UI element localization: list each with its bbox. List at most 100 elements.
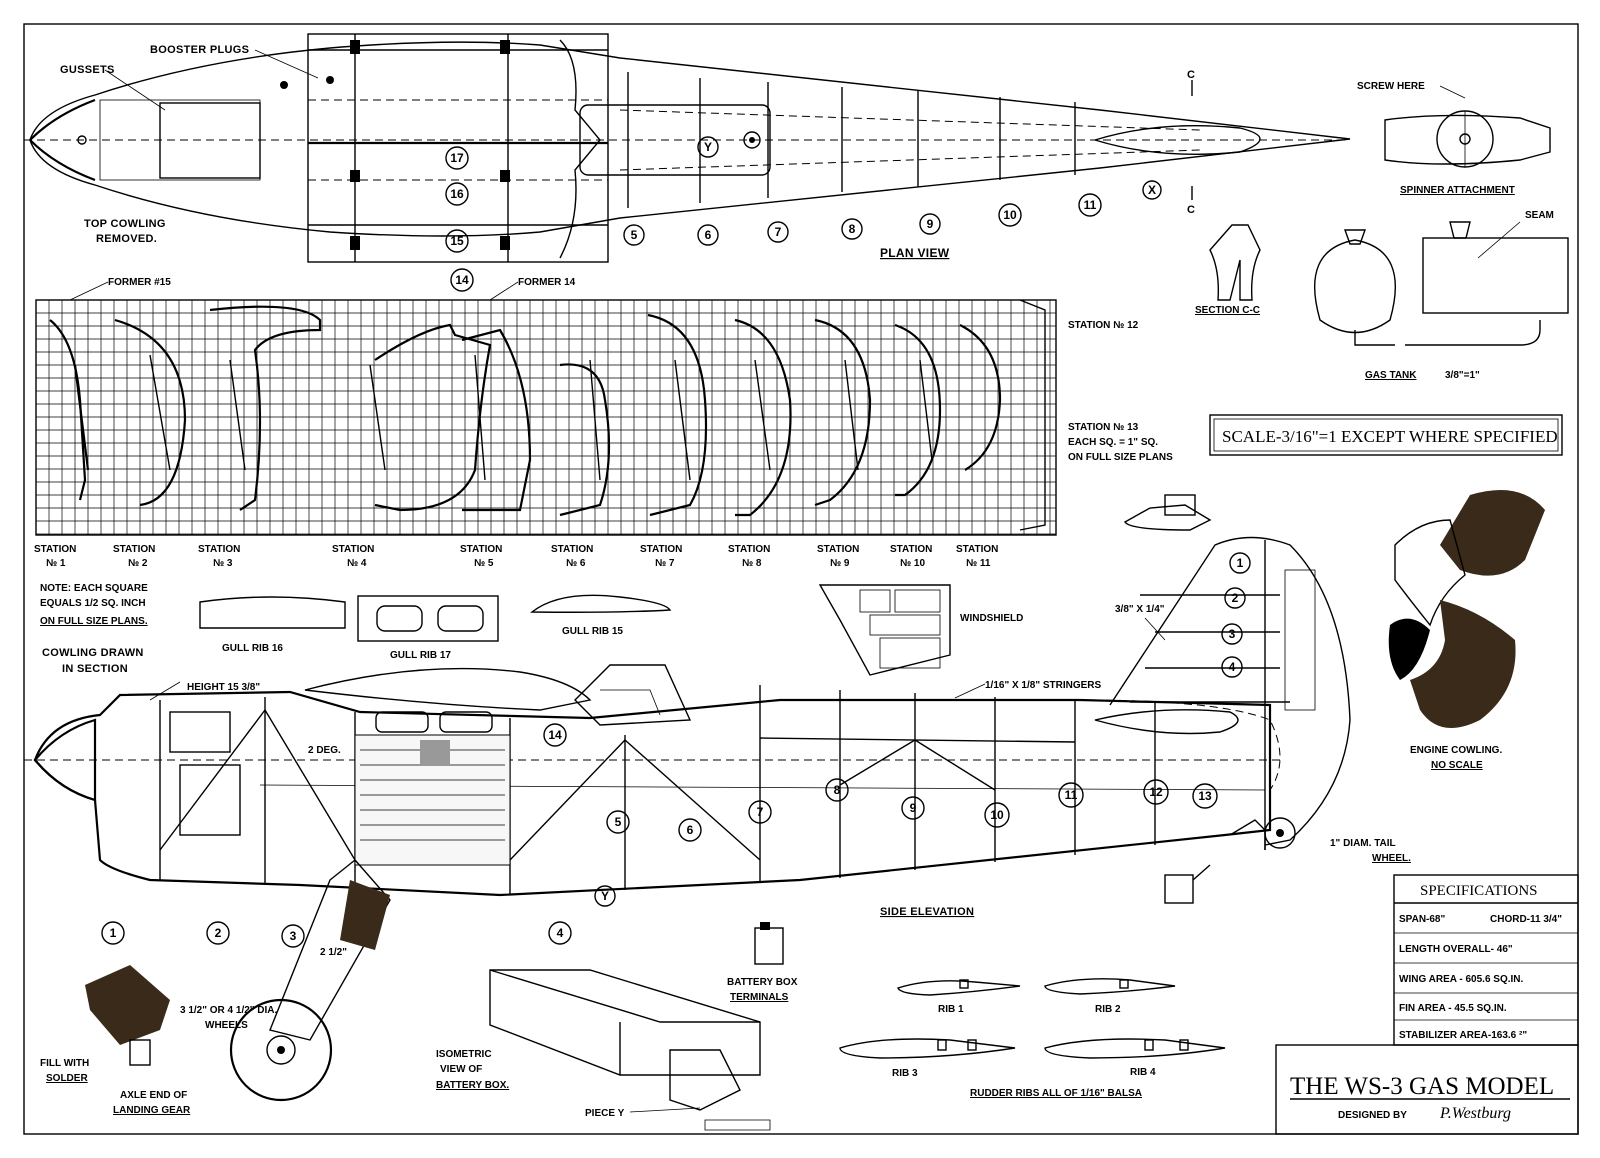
side-station-5: 5 xyxy=(615,815,622,829)
side-station-13: 13 xyxy=(1198,789,1212,803)
station-10-a: STATION xyxy=(890,544,932,555)
plan-station-9: 9 xyxy=(927,217,934,231)
station-6-a: STATION xyxy=(551,544,593,555)
plan-mark-16: 16 xyxy=(450,187,464,201)
section-c-top-marker: C xyxy=(1187,69,1195,81)
spinner-attachment: SCREW HERE SPINNER ATTACHMENT xyxy=(1357,81,1551,196)
iso-label-1: ISOMETRIC xyxy=(436,1049,492,1060)
svg-text:3: 3 xyxy=(1229,627,1236,641)
two-deg-label: 2 DEG. xyxy=(308,745,341,756)
side-station-7: 7 xyxy=(757,805,764,819)
spinner-caption: SPINNER ATTACHMENT xyxy=(1400,185,1515,196)
section-cc-label: SECTION C-C xyxy=(1195,305,1260,316)
station-8-a: STATION xyxy=(728,544,770,555)
rudder-ribs: RIB 1 RIB 2 RIB 3 RIB 4 RUDDER RIBS ALL … xyxy=(839,978,1226,1099)
station-13-label-2: EACH SQ. = 1" SQ. xyxy=(1068,437,1158,448)
fill-solder-label-1: FILL WITH xyxy=(40,1058,89,1069)
axle-end-label-1: AXLE END OF xyxy=(120,1090,187,1101)
iso-label-3: BATTERY BOX. xyxy=(436,1080,509,1091)
spec-length: LENGTH OVERALL- 46" xyxy=(1399,944,1513,955)
station-5-b: № 5 xyxy=(474,558,494,569)
rib-2-label: RIB 2 xyxy=(1095,1004,1121,1015)
rudder: 1 2 3 4 3/8" X 1/4" xyxy=(1109,494,1351,850)
station-11-b: № 11 xyxy=(966,558,991,569)
spec-span: SPAN-68" xyxy=(1399,914,1445,925)
sheet-border xyxy=(23,23,1579,1135)
svg-text:1: 1 xyxy=(1237,556,1244,570)
battery-terminals-label-2: TERMINALS xyxy=(730,992,789,1003)
station-9-b: № 9 xyxy=(830,558,850,569)
spec-fin-area: FIN AREA - 45.5 SQ.IN. xyxy=(1399,1003,1507,1014)
station-6-b: № 6 xyxy=(566,558,586,569)
screw-here-label: SCREW HERE xyxy=(1357,81,1425,92)
svg-text:Y: Y xyxy=(601,889,609,903)
svg-text:4: 4 xyxy=(1229,660,1236,674)
formers-grid: FORMER #15 FORMER 14 STATION № 12 STATIO… xyxy=(35,277,1173,536)
station-8-b: № 8 xyxy=(742,558,762,569)
notes-and-gull-ribs: NOTE: EACH SQUARE EQUALS 1/2 SQ. INCH ON… xyxy=(40,583,1023,676)
designer-signature: P.Westburg xyxy=(1439,1105,1511,1122)
tail-wheel-label-1: 1" DIAM. TAIL xyxy=(1330,838,1396,849)
wheels-size-label-2: WHEELS xyxy=(205,1020,248,1031)
engine-cowling-caption: ENGINE COWLING. xyxy=(1410,745,1502,756)
station-9-a: STATION xyxy=(817,544,859,555)
specifications-header: SPECIFICATIONS xyxy=(1420,883,1538,899)
section-c-bottom-marker: C xyxy=(1187,204,1195,216)
plan-station-11: 11 xyxy=(1084,198,1097,212)
top-cowling-label-2: REMOVED. xyxy=(96,233,157,245)
gussets-label: GUSSETS xyxy=(60,64,115,76)
top-cowling-label-1: TOP COWLING xyxy=(84,218,166,230)
stringers-label: 1/16" X 1/8" STRINGERS xyxy=(985,680,1102,691)
station-2-a: STATION xyxy=(113,544,155,555)
side-station-11: 11 xyxy=(1065,788,1078,802)
cowling-drawn-label-2: IN SECTION xyxy=(62,663,128,675)
iso-label-2: VIEW OF xyxy=(440,1064,482,1075)
station-7-a: STATION xyxy=(640,544,682,555)
axle-end-label-2: LANDING GEAR xyxy=(113,1105,191,1116)
cowling-drawn-label-1: COWLING DRAWN xyxy=(42,647,144,659)
side-elevation-title: SIDE ELEVATION xyxy=(880,906,974,918)
section-cc: SECTION C-C xyxy=(1195,224,1261,316)
note-line-1: NOTE: EACH SQUARE xyxy=(40,583,148,594)
rib-1-label: RIB 1 xyxy=(938,1004,964,1015)
drawing-title: THE WS-3 GAS MODEL xyxy=(1290,1073,1554,1100)
station-11-a: STATION xyxy=(956,544,998,555)
wheels-size-label-1: 3 1/2" OR 4 1/2" DIA. xyxy=(180,1005,278,1016)
tail-wheel-label-2: WHEEL. xyxy=(1372,853,1411,864)
side-station-14: 14 xyxy=(548,728,562,742)
plan-station-10: 10 xyxy=(1003,208,1017,222)
scale-note: SCALE-3/16"=1 EXCEPT WHERE SPECIFIED xyxy=(1222,427,1558,446)
side-station-4: 4 xyxy=(557,926,564,940)
station-1-b: № 1 xyxy=(46,558,66,569)
battery-terminals-label-1: BATTERY BOX xyxy=(727,977,798,988)
booster-plugs-label: BOOSTER PLUGS xyxy=(150,44,249,56)
engine-cowling-scale: NO SCALE xyxy=(1431,760,1483,771)
plan-mark-x: X xyxy=(1148,183,1156,197)
station-7-b: № 7 xyxy=(655,558,675,569)
battery-box: BATTERY BOX TERMINALS ISOMETRIC VIEW OF … xyxy=(436,922,798,1131)
station-10-b: № 10 xyxy=(900,558,925,569)
station-4-a: STATION xyxy=(332,544,374,555)
rib-4-label: RIB 4 xyxy=(1130,1067,1156,1078)
title-block: THE WS-3 GAS MODEL DESIGNED BY P.Westbur… xyxy=(1275,1044,1579,1135)
plan-mark-17: 17 xyxy=(450,151,464,165)
gas-tank-scale: 3/8"=1" xyxy=(1445,370,1480,381)
station-13-label-1: STATION № 13 xyxy=(1068,422,1139,433)
spec-wing-area: WING AREA - 605.6 SQ.IN. xyxy=(1399,974,1524,985)
plan-station-6: 6 xyxy=(705,228,712,242)
svg-text:2: 2 xyxy=(1232,591,1239,605)
engine-cowling-sketch: ENGINE COWLING. NO SCALE xyxy=(1388,490,1545,771)
designed-by-label: DESIGNED BY xyxy=(1338,1110,1407,1121)
plan-station-7: 7 xyxy=(775,225,782,239)
piece-y-label: PIECE Y xyxy=(585,1108,625,1119)
rudder-ribs-note: RUDDER RIBS ALL OF 1/16" BALSA xyxy=(970,1088,1142,1099)
plan-mark-y: Y xyxy=(704,140,712,154)
station-13-label-3: ON FULL SIZE PLANS xyxy=(1068,452,1173,463)
three-eighths-label: 3/8" X 1/4" xyxy=(1115,604,1165,615)
note-line-3: ON FULL SIZE PLANS. xyxy=(40,616,148,627)
scale-box: SCALE-3/16"=1 EXCEPT WHERE SPECIFIED xyxy=(1209,414,1563,456)
plan-mark-14: 14 xyxy=(455,273,469,287)
station-5-a: STATION xyxy=(460,544,502,555)
station-3-b: № 3 xyxy=(213,558,233,569)
